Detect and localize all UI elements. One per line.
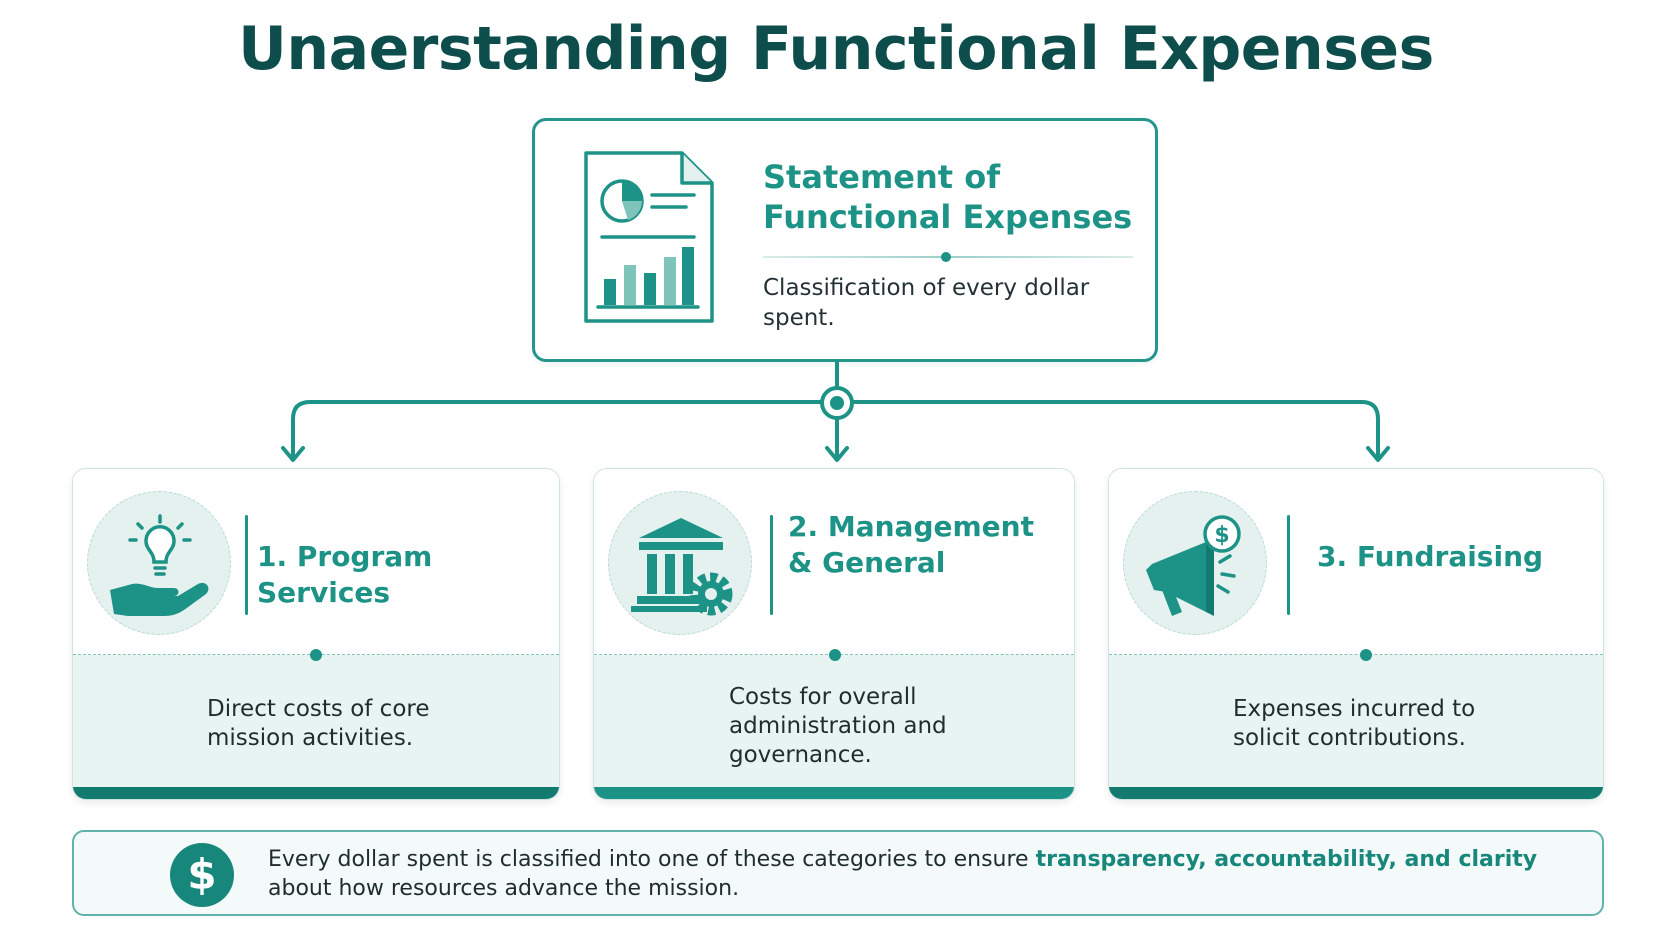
category-description: Expenses incurred to solicit contributio… xyxy=(1233,696,1476,751)
category-card-management-general: 2. Management & General Costs for overal… xyxy=(593,468,1075,800)
page-title: Unaerstanding Functional Expenses xyxy=(238,14,1434,84)
category-heading: 1. Program Services xyxy=(257,540,433,609)
category-description: Direct costs of core mission activities. xyxy=(207,696,430,751)
svg-text:$: $ xyxy=(1214,523,1229,548)
megaphone-dollar-icon: $ xyxy=(1123,491,1267,635)
footer-text-before: Every dollar spent is classified into on… xyxy=(268,847,1036,872)
statement-heading: Statement of Functional Expenses xyxy=(763,158,1133,236)
footer-note: $ Every dollar spent is classified into … xyxy=(72,830,1604,916)
category-description: Costs for overall administration and gov… xyxy=(729,684,947,768)
category-card-fundraising: $ 3. Fundraising Expenses incurred to so… xyxy=(1108,468,1604,800)
category-heading: 2. Management & General xyxy=(788,510,1034,579)
statement-subtitle: Classification of every dollar spent. xyxy=(763,275,1090,331)
footer-text-after: about how resources advance the mission. xyxy=(268,876,740,901)
category-card-program-services: 1. Program Services Direct costs of core… xyxy=(72,468,560,800)
dollar-icon: $ xyxy=(170,843,234,907)
statement-divider xyxy=(763,251,1133,263)
statement-card: Statement of Functional Expenses Classif… xyxy=(532,118,1158,362)
footer-text: Every dollar spent is classified into on… xyxy=(268,845,1588,903)
building-gear-icon xyxy=(608,491,752,635)
lightbulb-hand-icon xyxy=(87,491,231,635)
category-heading: 3. Fundraising xyxy=(1317,540,1544,573)
connector-hub xyxy=(820,386,854,420)
document-chart-icon xyxy=(584,151,714,323)
footer-highlight: transparency, accountability, and clarit… xyxy=(1035,847,1538,872)
